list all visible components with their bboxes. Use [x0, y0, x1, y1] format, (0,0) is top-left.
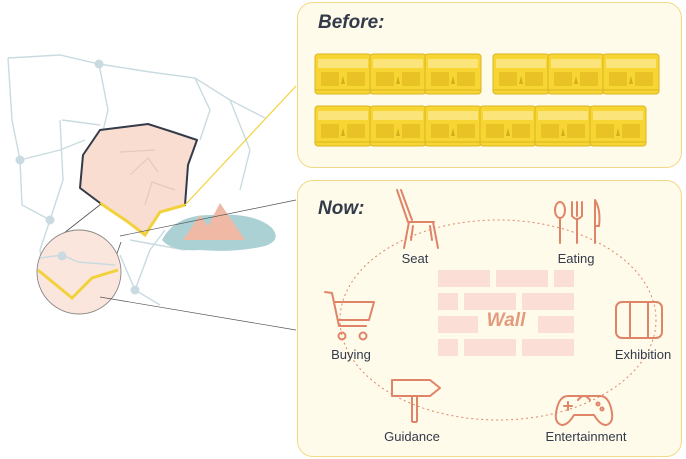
- exhibition-label: Exhibition: [614, 347, 672, 362]
- now-title: Now:: [318, 198, 365, 219]
- gamepad-icon: [554, 395, 614, 426]
- exhibition-panel-icon: [615, 301, 663, 339]
- zoom-line-upper: [58, 203, 102, 238]
- zoom-lens-boundary: [37, 268, 119, 301]
- eating-label: Eating: [557, 251, 595, 266]
- before-title: Before:: [318, 12, 385, 33]
- road-network: [7, 54, 266, 306]
- zoom-lens: [36, 229, 122, 315]
- chair-icon: [396, 189, 439, 249]
- signpost-icon: [391, 379, 441, 423]
- zoom-lens-road: [39, 254, 116, 266]
- cutlery-icon: [554, 199, 601, 244]
- connector-to-now-bottom: [99, 296, 297, 331]
- now-panel: [297, 180, 682, 457]
- entertainment-label: Entertainment: [545, 429, 627, 444]
- connector-to-now-top: [119, 199, 297, 237]
- mountain-shape: [183, 203, 245, 240]
- road-nodes: [15, 59, 140, 295]
- seat-label: Seat: [401, 251, 429, 266]
- district-boundary-highlight: [99, 201, 186, 238]
- shopping-cart-icon: [324, 291, 375, 341]
- connector-to-before: [184, 85, 297, 206]
- brick-wall: [438, 270, 574, 356]
- district-streets: [119, 149, 176, 206]
- buying-label: Buying: [331, 347, 371, 362]
- guidance-label: Guidance: [384, 429, 440, 444]
- wall-label: Wall: [486, 310, 526, 331]
